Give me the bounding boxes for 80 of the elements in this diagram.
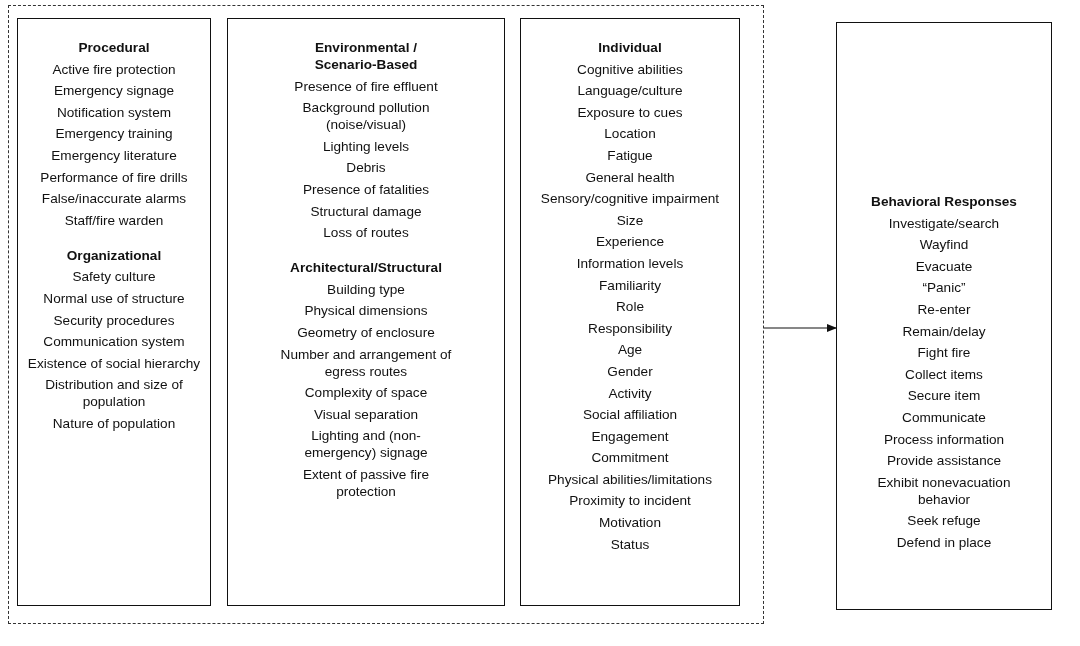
list-item: Communicate <box>901 408 987 426</box>
list-item: Proximity to incident <box>568 492 692 510</box>
list-item: Evacuate <box>914 257 974 275</box>
list-item: Collect items <box>904 365 984 383</box>
list-item: Communication system <box>42 333 186 351</box>
section-heading: Individual <box>597 39 663 56</box>
list-item: Structural damage <box>309 202 423 220</box>
list-item: Sensory/cognitive impairment <box>539 190 721 208</box>
list-item: Lighting and (non-emergency) signage <box>303 427 429 462</box>
list-item: Presence of fire effluent <box>293 77 439 95</box>
list-item: Gender <box>606 362 654 380</box>
list-item: Experience <box>595 233 665 251</box>
section-heading: Behavioral Responses <box>870 193 1018 210</box>
list-item: Normal use of structure <box>42 289 186 307</box>
list-item: “Panic” <box>921 279 967 297</box>
list-item: Existence of social hierarchy <box>26 354 202 372</box>
list-item: Presence of fatalities <box>301 180 431 198</box>
list-item: Geometry of enclosure <box>296 323 436 341</box>
list-item: Exhibit nonevacuation behavior <box>876 473 1012 508</box>
list-item: Physical dimensions <box>303 302 429 320</box>
list-item: Role <box>615 298 645 316</box>
list-item: Remain/delay <box>901 322 987 340</box>
list-item: Secure item <box>906 387 982 405</box>
list-item: Security procedures <box>52 311 176 329</box>
list-item: Loss of routes <box>322 224 410 242</box>
list-item: Staff/fire warden <box>63 211 165 229</box>
category-box <box>17 18 211 606</box>
list-item: Emergency training <box>54 125 174 143</box>
list-item: Social affiliation <box>581 406 679 424</box>
category-box <box>227 18 505 606</box>
list-item: Background pollution (noise/visual) <box>301 99 431 134</box>
list-item: Number and arrangement of egress routes <box>279 345 453 380</box>
category-box <box>520 18 740 606</box>
list-item: Cognitive abilities <box>576 60 684 78</box>
list-item: Re-enter <box>916 300 972 318</box>
list-item: Size <box>615 211 645 229</box>
list-item: Status <box>609 535 651 553</box>
list-item: Fight fire <box>916 344 972 362</box>
list-item: Complexity of space <box>303 384 429 402</box>
list-item: Familiarity <box>598 276 662 294</box>
list-item: Active fire protection <box>51 60 177 78</box>
list-item: Engagement <box>590 427 670 445</box>
list-item: Exposure to cues <box>576 103 684 121</box>
list-item: Information levels <box>575 254 685 272</box>
list-item: Debris <box>345 159 387 177</box>
list-item: Emergency signage <box>52 82 176 100</box>
list-item: Responsibility <box>587 319 673 337</box>
list-item: Notification system <box>55 103 173 121</box>
list-item: Emergency literature <box>50 146 178 164</box>
section-heading: Procedural <box>77 39 151 56</box>
arrow <box>763 324 837 332</box>
list-item: Commitment <box>590 449 670 467</box>
list-item: Language/culture <box>576 82 684 100</box>
list-item: Defend in place <box>895 533 993 551</box>
group-frame <box>8 5 764 624</box>
section-heading: Organizational <box>65 246 163 264</box>
list-item: Provide assistance <box>885 452 1003 470</box>
list-item: Building type <box>326 280 406 298</box>
list-item: Lighting levels <box>321 137 411 155</box>
list-item: False/inaccurate alarms <box>40 190 188 208</box>
list-item: Location <box>603 125 657 143</box>
list-item: Performance of fire drills <box>39 168 189 186</box>
list-item: Fatigue <box>606 146 654 164</box>
category-box <box>836 22 1052 610</box>
list-item: Nature of population <box>51 414 177 432</box>
list-item: Activity <box>607 384 653 402</box>
list-item: Age <box>616 341 644 359</box>
list-item: Wayfind <box>918 236 970 254</box>
list-item: Investigate/search <box>887 214 1001 232</box>
list-item: Safety culture <box>71 268 157 286</box>
section-heading: Environmental / Scenario-Based <box>313 39 419 73</box>
list-item: Motivation <box>598 514 662 532</box>
list-item: General health <box>584 168 676 186</box>
list-item: Extent of passive fire protection <box>301 465 431 500</box>
list-item: Seek refuge <box>906 512 982 530</box>
list-item: Process information <box>882 430 1006 448</box>
list-item: Visual separation <box>312 405 419 423</box>
section-heading: Architectural/Structural <box>289 259 443 277</box>
list-item: Physical abilities/limitations <box>547 470 713 488</box>
list-item: Distribution and size of population <box>44 376 184 411</box>
